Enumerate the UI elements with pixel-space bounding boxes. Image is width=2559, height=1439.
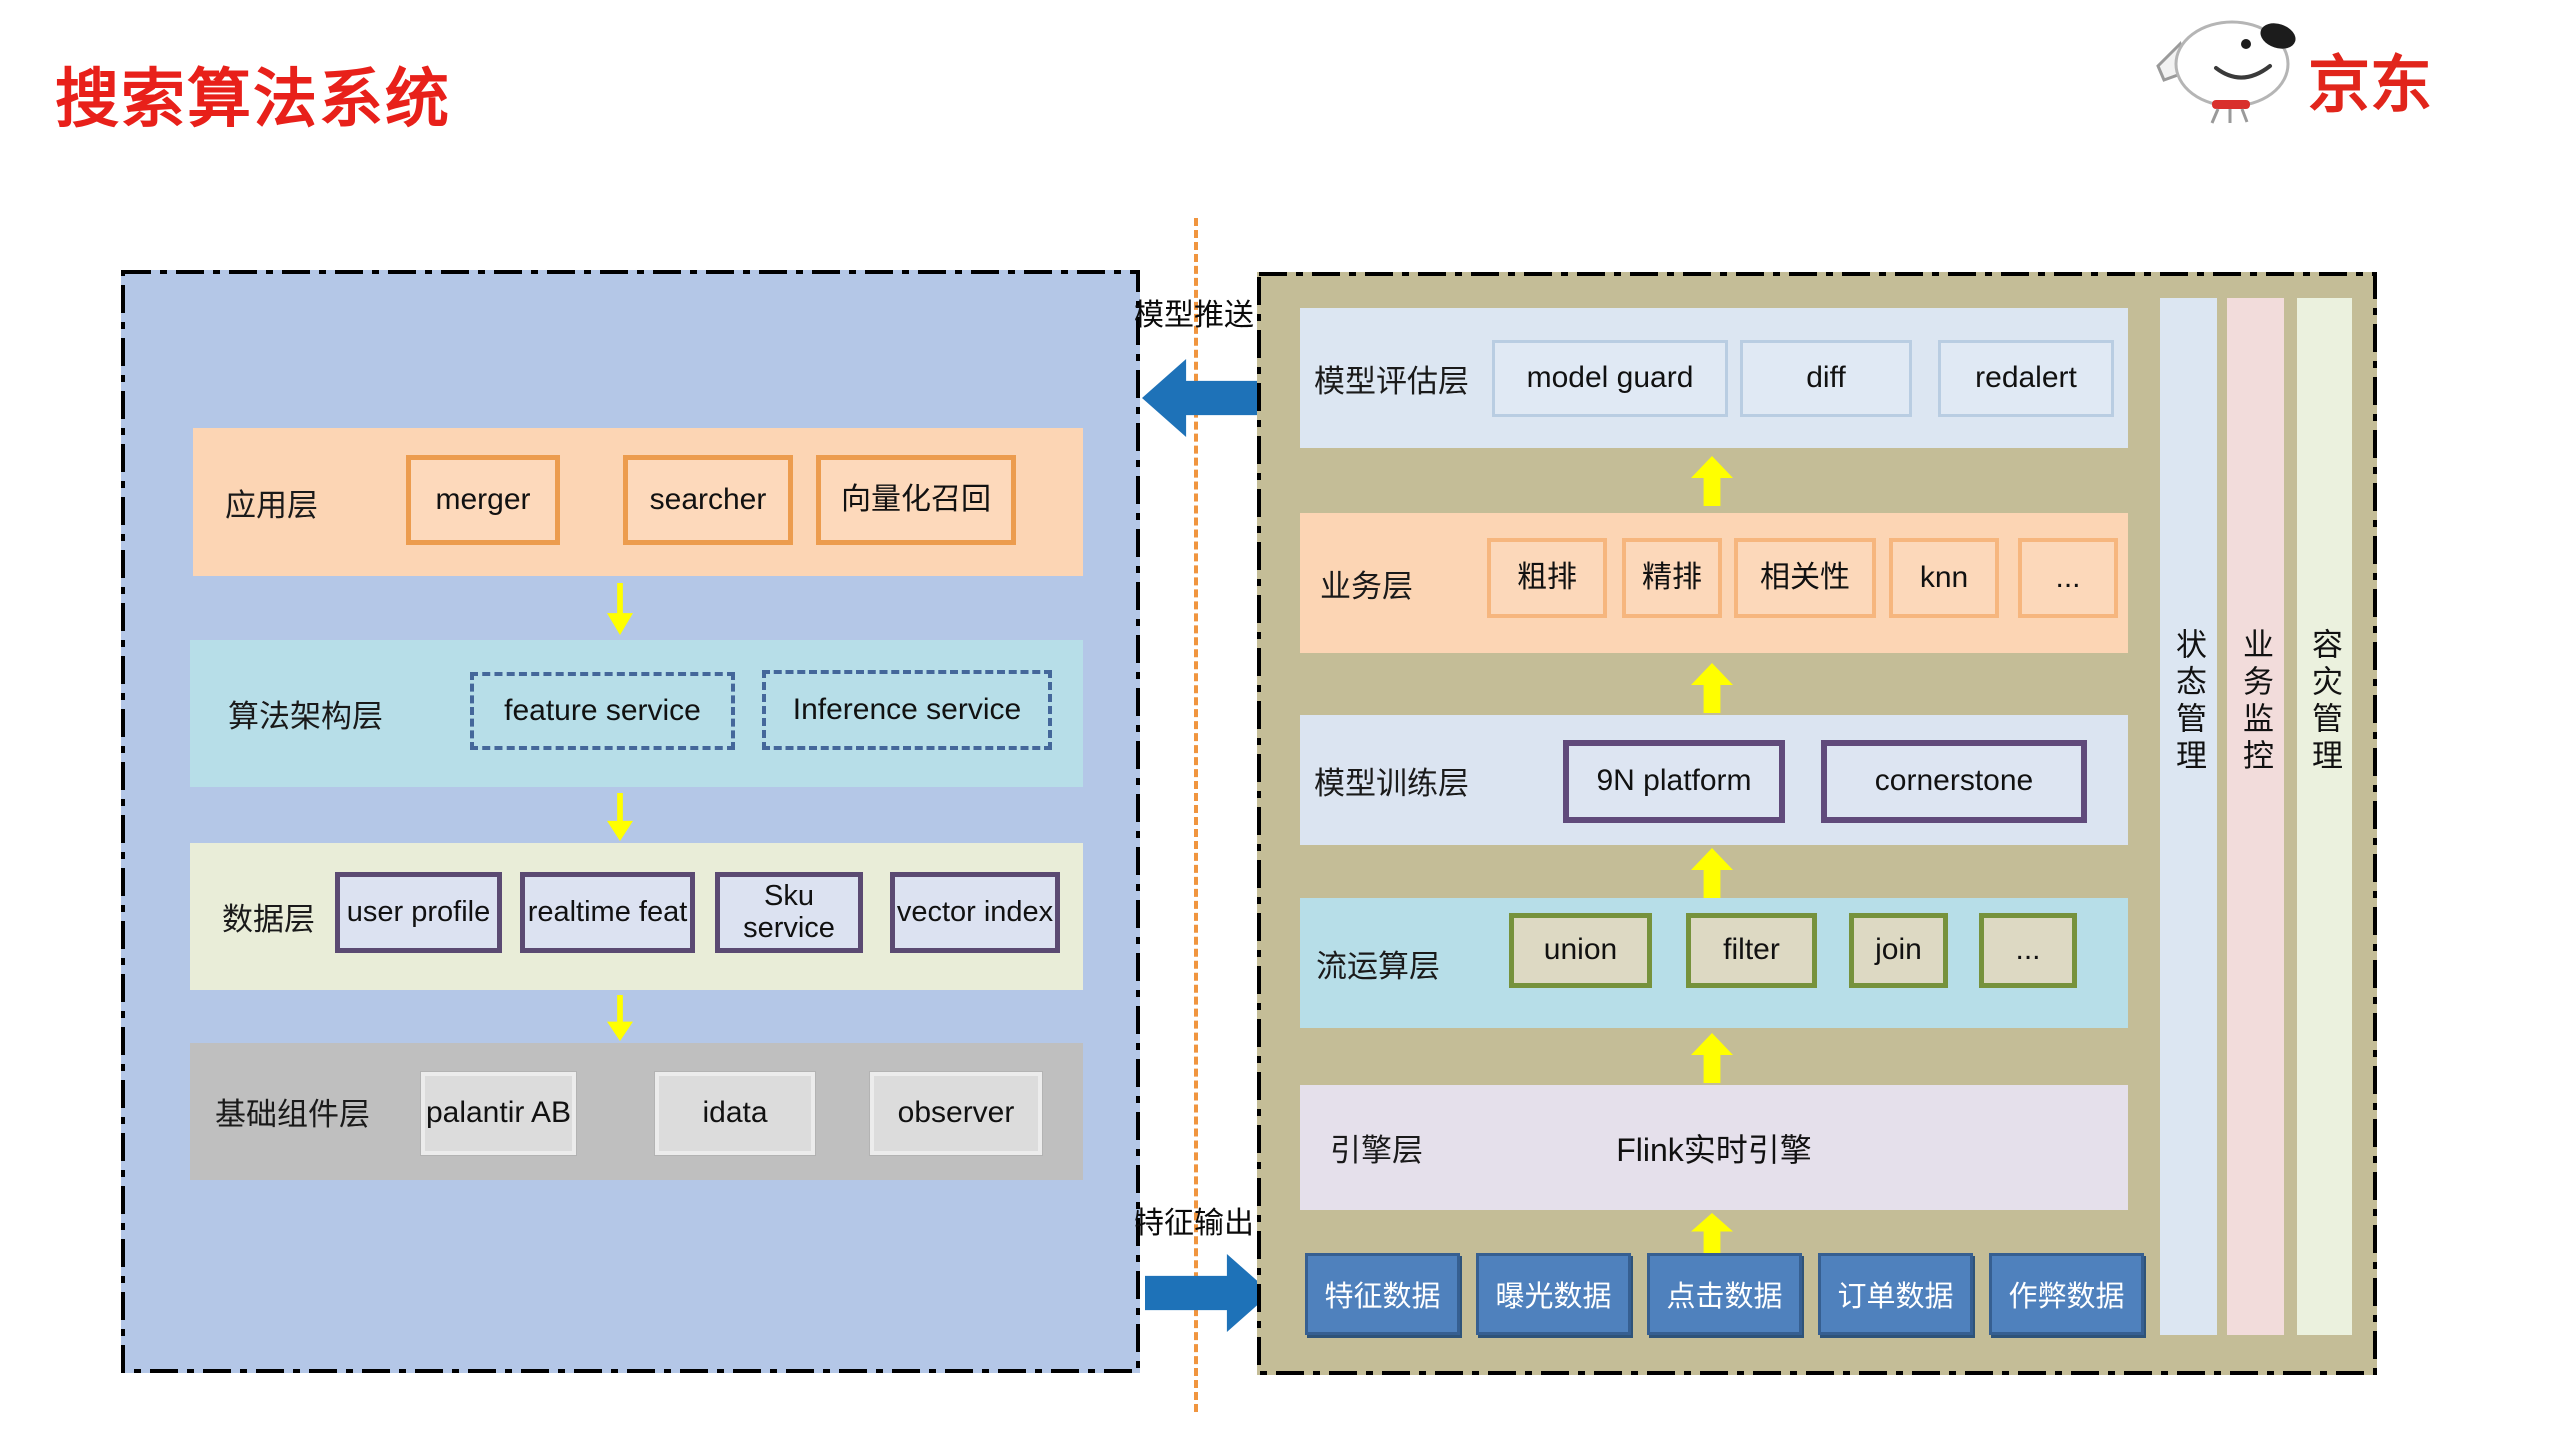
center-divider-dashed-line xyxy=(1194,218,1198,1412)
exposure-data-box: 曝光数据 xyxy=(1476,1253,1631,1335)
jd-logo-text: 京东 xyxy=(2308,51,2433,120)
relevance-box: 相关性 xyxy=(1734,538,1876,618)
nine-n-platform-box: 9N platform xyxy=(1563,740,1785,823)
business-layer-label: 业务层 xyxy=(1320,568,1413,604)
click-data-box: 点击数据 xyxy=(1647,1253,1802,1335)
join-box: join xyxy=(1849,913,1948,988)
jd-dog-icon xyxy=(2156,20,2296,124)
merger-box: merger xyxy=(406,455,560,545)
state-management-bar: 状态管理 xyxy=(2160,298,2217,1335)
realtime-feat-box: realtime feat xyxy=(520,872,695,953)
flow-down-arrow-icon xyxy=(607,995,633,1041)
flow-down-arrow-icon xyxy=(607,793,633,841)
vector-index-box: vector index xyxy=(890,872,1060,953)
fine-rank-box: 精排 xyxy=(1622,538,1722,618)
feature-output-label: 特征输出 xyxy=(1134,1207,1254,1240)
business-monitor-label: 业务监控 xyxy=(2238,628,2273,776)
data-layer-band: 数据层 user profile realtime feat Sku servi… xyxy=(190,843,1083,990)
model-eval-layer-band: 模型评估层 model guard diff redalert xyxy=(1300,308,2128,448)
flow-up-arrow-icon xyxy=(1691,456,1733,506)
knn-box: knn xyxy=(1889,538,1999,618)
redalert-box: redalert xyxy=(1938,340,2114,417)
flow-up-arrow-icon xyxy=(1691,663,1733,713)
base-component-layer-band: 基础组件层 palantir AB idata observer xyxy=(190,1043,1083,1180)
base-component-layer-label: 基础组件层 xyxy=(215,1097,370,1132)
online-system-panel: 应用层 merger searcher 向量化召回 算法架构层 feature … xyxy=(121,270,1140,1373)
cornerstone-box: cornerstone xyxy=(1821,740,2087,823)
flow-up-arrow-icon xyxy=(1691,1033,1733,1083)
feature-data-box: 特征数据 xyxy=(1305,1253,1460,1335)
model-eval-layer-label: 模型评估层 xyxy=(1314,363,1469,399)
engine-layer-label: 引擎层 xyxy=(1330,1133,1423,1168)
stream-compute-layer-band: 流运算层 union filter join ... xyxy=(1300,898,2128,1028)
more-stream-box: ... xyxy=(1979,913,2077,988)
filter-box: filter xyxy=(1686,913,1817,988)
user-profile-box: user profile xyxy=(335,872,502,953)
flow-down-arrow-icon xyxy=(607,583,633,635)
model-push-label: 模型推送 xyxy=(1134,299,1254,332)
cheat-data-box: 作弊数据 xyxy=(1989,1253,2144,1335)
coarse-rank-box: 粗排 xyxy=(1487,538,1607,618)
sku-service-box: Sku service xyxy=(715,872,863,953)
page-title: 搜索算法系统 xyxy=(55,63,451,135)
palantir-ab-box: palantir AB xyxy=(421,1072,576,1155)
model-train-layer-label: 模型训练层 xyxy=(1314,765,1469,801)
feature-service-box: feature service xyxy=(470,672,735,750)
engine-layer-band: 引擎层 Flink实时引擎 xyxy=(1300,1085,2128,1210)
order-data-box: 订单数据 xyxy=(1818,1253,1973,1335)
feature-output-arrow-icon xyxy=(1145,1254,1271,1332)
data-layer-label: 数据层 xyxy=(222,902,315,937)
model-guard-box: model guard xyxy=(1492,340,1728,417)
disaster-recovery-label: 容灾管理 xyxy=(2307,628,2342,776)
model-train-layer-band: 模型训练层 9N platform cornerstone xyxy=(1300,715,2128,845)
jd-logo: 京东 xyxy=(2150,6,2510,124)
app-layer-label: 应用层 xyxy=(225,487,318,523)
flow-up-arrow-icon xyxy=(1691,1213,1733,1255)
flink-engine-label: Flink实时引擎 xyxy=(1616,1131,1812,1168)
searcher-box: searcher xyxy=(623,455,793,545)
vector-recall-box: 向量化召回 xyxy=(816,455,1016,545)
union-box: union xyxy=(1509,913,1652,988)
business-layer-band: 业务层 粗排 精排 相关性 knn ... xyxy=(1300,513,2128,653)
flow-up-arrow-icon xyxy=(1691,848,1733,898)
diff-box: diff xyxy=(1740,340,1912,417)
state-management-label: 状态管理 xyxy=(2171,628,2206,776)
inference-service-box: Inference service xyxy=(762,670,1052,750)
stream-compute-layer-label: 流运算层 xyxy=(1316,948,1440,984)
algo-arch-layer-label: 算法架构层 xyxy=(228,699,383,734)
idata-box: idata xyxy=(655,1072,815,1155)
disaster-recovery-bar: 容灾管理 xyxy=(2297,298,2352,1335)
app-layer-band: 应用层 merger searcher 向量化召回 xyxy=(193,428,1083,576)
algo-arch-layer-band: 算法架构层 feature service Inference service xyxy=(190,640,1083,787)
more-biz-box: ... xyxy=(2018,538,2118,618)
offline-system-panel: 模型评估层 model guard diff redalert 业务层 粗排 精… xyxy=(1257,272,2377,1375)
business-monitor-bar: 业务监控 xyxy=(2227,298,2284,1335)
observer-box: observer xyxy=(870,1072,1042,1155)
model-push-arrow-icon xyxy=(1142,359,1268,437)
